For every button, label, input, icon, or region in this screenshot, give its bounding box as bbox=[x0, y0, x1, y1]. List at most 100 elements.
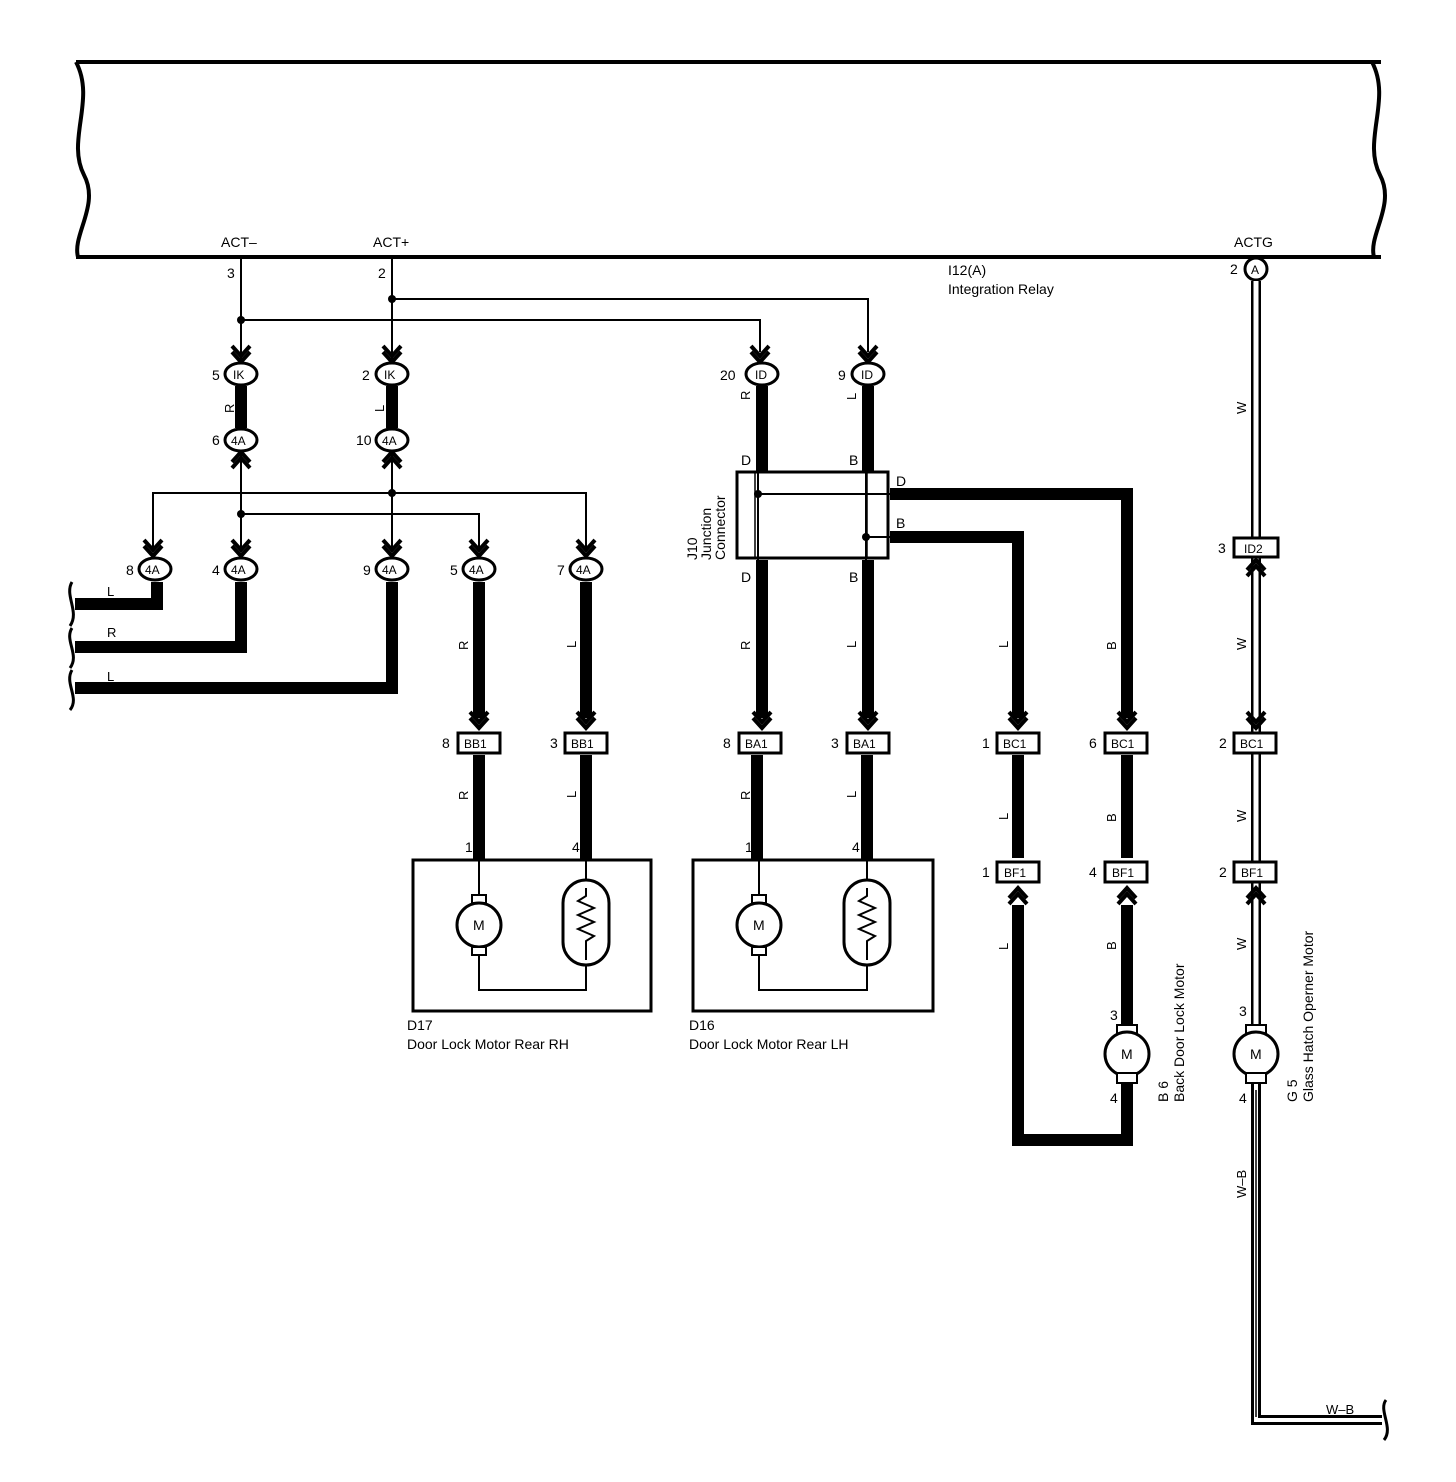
connector-label: BC1 bbox=[1003, 737, 1027, 751]
splice-dots bbox=[237, 295, 870, 541]
component-name: Back Door Lock Motor bbox=[1171, 963, 1187, 1102]
pin-number: 4 bbox=[1110, 1090, 1118, 1106]
glass-hatch-opener-motor: M 3 4 G 5 Glass Hatch Operner Motor bbox=[1232, 930, 1316, 1106]
wire-label: L bbox=[844, 393, 859, 400]
pin-number: 2 bbox=[362, 367, 370, 383]
connector-id-pin9: ID 9 bbox=[838, 361, 886, 387]
component-name: Door Lock Motor Rear RH bbox=[407, 1036, 569, 1052]
connector-id-pin20: ID 20 bbox=[720, 361, 780, 387]
connector-ik-pin5: IK 5 bbox=[212, 361, 259, 387]
terminal-b-bottom: B bbox=[849, 569, 858, 585]
connector-4a-pin6: 4A 6 bbox=[212, 427, 259, 453]
wire-label: B bbox=[1104, 813, 1119, 822]
pin-label-act-plus: ACT+ bbox=[373, 234, 409, 250]
pin-number: 7 bbox=[557, 562, 565, 578]
thin-wires bbox=[152, 259, 890, 560]
pin-number: 3 bbox=[831, 735, 839, 751]
terminal-b-top: B bbox=[849, 452, 858, 468]
connector-4a-pin10: 4A 10 bbox=[356, 427, 410, 453]
pin-number: 4 bbox=[852, 839, 860, 855]
connector-ba1-pin3: BA1 3 bbox=[831, 731, 891, 755]
connector-4a-pin9: 4A 9 bbox=[363, 556, 410, 582]
connector-label: ID2 bbox=[1244, 542, 1263, 556]
wire-label: W bbox=[1234, 637, 1249, 650]
terminal-d-bottom: D bbox=[741, 569, 751, 585]
pin-number: 9 bbox=[363, 562, 371, 578]
wire-label: R bbox=[456, 791, 471, 800]
wire-label: W bbox=[1234, 809, 1249, 822]
connector-label: 4A bbox=[382, 434, 397, 448]
heater-element-icon bbox=[561, 878, 611, 967]
wire-label: R bbox=[738, 641, 753, 650]
terminal-d-top: D bbox=[741, 452, 751, 468]
wire-label: B bbox=[1104, 941, 1119, 950]
pin-number: 9 bbox=[838, 367, 846, 383]
component-code: G 5 bbox=[1284, 1079, 1300, 1102]
wire-label: L bbox=[844, 791, 859, 798]
connector-label: BB1 bbox=[464, 737, 487, 751]
pin-number: 4 bbox=[212, 562, 220, 578]
pin-number: 1 bbox=[982, 864, 990, 880]
wire-label: R bbox=[738, 791, 753, 800]
wire-label: L bbox=[996, 813, 1011, 820]
connector-bc1-pin6: BC1 6 bbox=[1089, 731, 1149, 755]
pin-number: 5 bbox=[450, 562, 458, 578]
back-door-lock-motor: M 3 4 B 6 Back Door Lock Motor bbox=[1103, 963, 1187, 1106]
connector-bc1-pin2: BC1 2 bbox=[1219, 731, 1278, 755]
harness-break-left bbox=[68, 581, 75, 711]
connector-bf1-pin1: BF1 1 bbox=[982, 860, 1041, 884]
wire-label: R bbox=[107, 625, 116, 640]
pin-number: 2 bbox=[1219, 864, 1227, 880]
pin-number: 3 bbox=[550, 735, 558, 751]
pin-number: 8 bbox=[126, 562, 134, 578]
pin-number: 1 bbox=[465, 839, 473, 855]
pin-number: 4 bbox=[572, 839, 580, 855]
connector-chevrons bbox=[142, 344, 1267, 906]
door-lock-motor-rear-lh: M 1 4 D16 Door Lock Motor Rear LH bbox=[689, 839, 935, 1052]
wire-label: W–B bbox=[1234, 1170, 1249, 1198]
connector-label: BF1 bbox=[1241, 866, 1263, 880]
pin-number-act-minus: 3 bbox=[227, 265, 235, 281]
connector-label: 4A bbox=[469, 563, 484, 577]
wire-label: L bbox=[844, 641, 859, 648]
component-name: Door Lock Motor Rear LH bbox=[689, 1036, 849, 1052]
pin-label-actg: ACTG bbox=[1234, 234, 1273, 250]
connector-label: 4A bbox=[231, 434, 246, 448]
pin-number: 4 bbox=[1089, 864, 1097, 880]
junction-connector-j10: D B D B D B J10 Junction Connector bbox=[684, 452, 906, 585]
connector-4a-pin4: 4A 4 bbox=[212, 556, 259, 582]
wire-label: L bbox=[107, 669, 114, 684]
pin-number: 3 bbox=[1218, 540, 1226, 556]
integration-relay-box bbox=[74, 60, 1387, 259]
connector-bf1-pin4: BF1 4 bbox=[1089, 860, 1149, 884]
motor-symbol: M bbox=[753, 917, 765, 933]
pin-number: 8 bbox=[442, 735, 450, 751]
wire-label: L bbox=[107, 584, 114, 599]
connector-label: 4A bbox=[231, 563, 246, 577]
connector-ba1-pin8: BA1 8 bbox=[723, 731, 783, 755]
connector-label: ID bbox=[861, 368, 873, 382]
connector-4a-pin7: 4A 7 bbox=[557, 556, 604, 582]
pin-number: 5 bbox=[212, 367, 220, 383]
pin-number: 3 bbox=[1239, 1003, 1247, 1019]
connector-bb1-pin8: BB1 8 bbox=[442, 731, 502, 755]
wire-label: L bbox=[372, 405, 387, 412]
pin-number: 10 bbox=[356, 432, 372, 448]
motor-symbol: M bbox=[1121, 1046, 1133, 1062]
component-name: Glass Hatch Operner Motor bbox=[1300, 930, 1316, 1102]
connector-label: BF1 bbox=[1112, 866, 1134, 880]
motor-symbol: M bbox=[473, 917, 485, 933]
pin-number: 6 bbox=[1089, 735, 1097, 751]
connector-label: BB1 bbox=[571, 737, 594, 751]
wire-label: L bbox=[564, 641, 579, 648]
connector-bb1-pin3: BB1 3 bbox=[550, 731, 609, 755]
connector-label: 4A bbox=[576, 563, 591, 577]
connector-bc1-pin1: BC1 1 bbox=[982, 731, 1041, 755]
junction-code: J10 bbox=[684, 537, 700, 560]
thick-wires bbox=[75, 386, 1133, 1146]
wire-color-labels: L R L W–B R L R L R L R L L B R L R L L … bbox=[107, 391, 1354, 1417]
connector-label: BF1 bbox=[1004, 866, 1026, 880]
connector-4a-pin5: 4A 5 bbox=[450, 556, 497, 582]
wire-label: R bbox=[456, 641, 471, 650]
